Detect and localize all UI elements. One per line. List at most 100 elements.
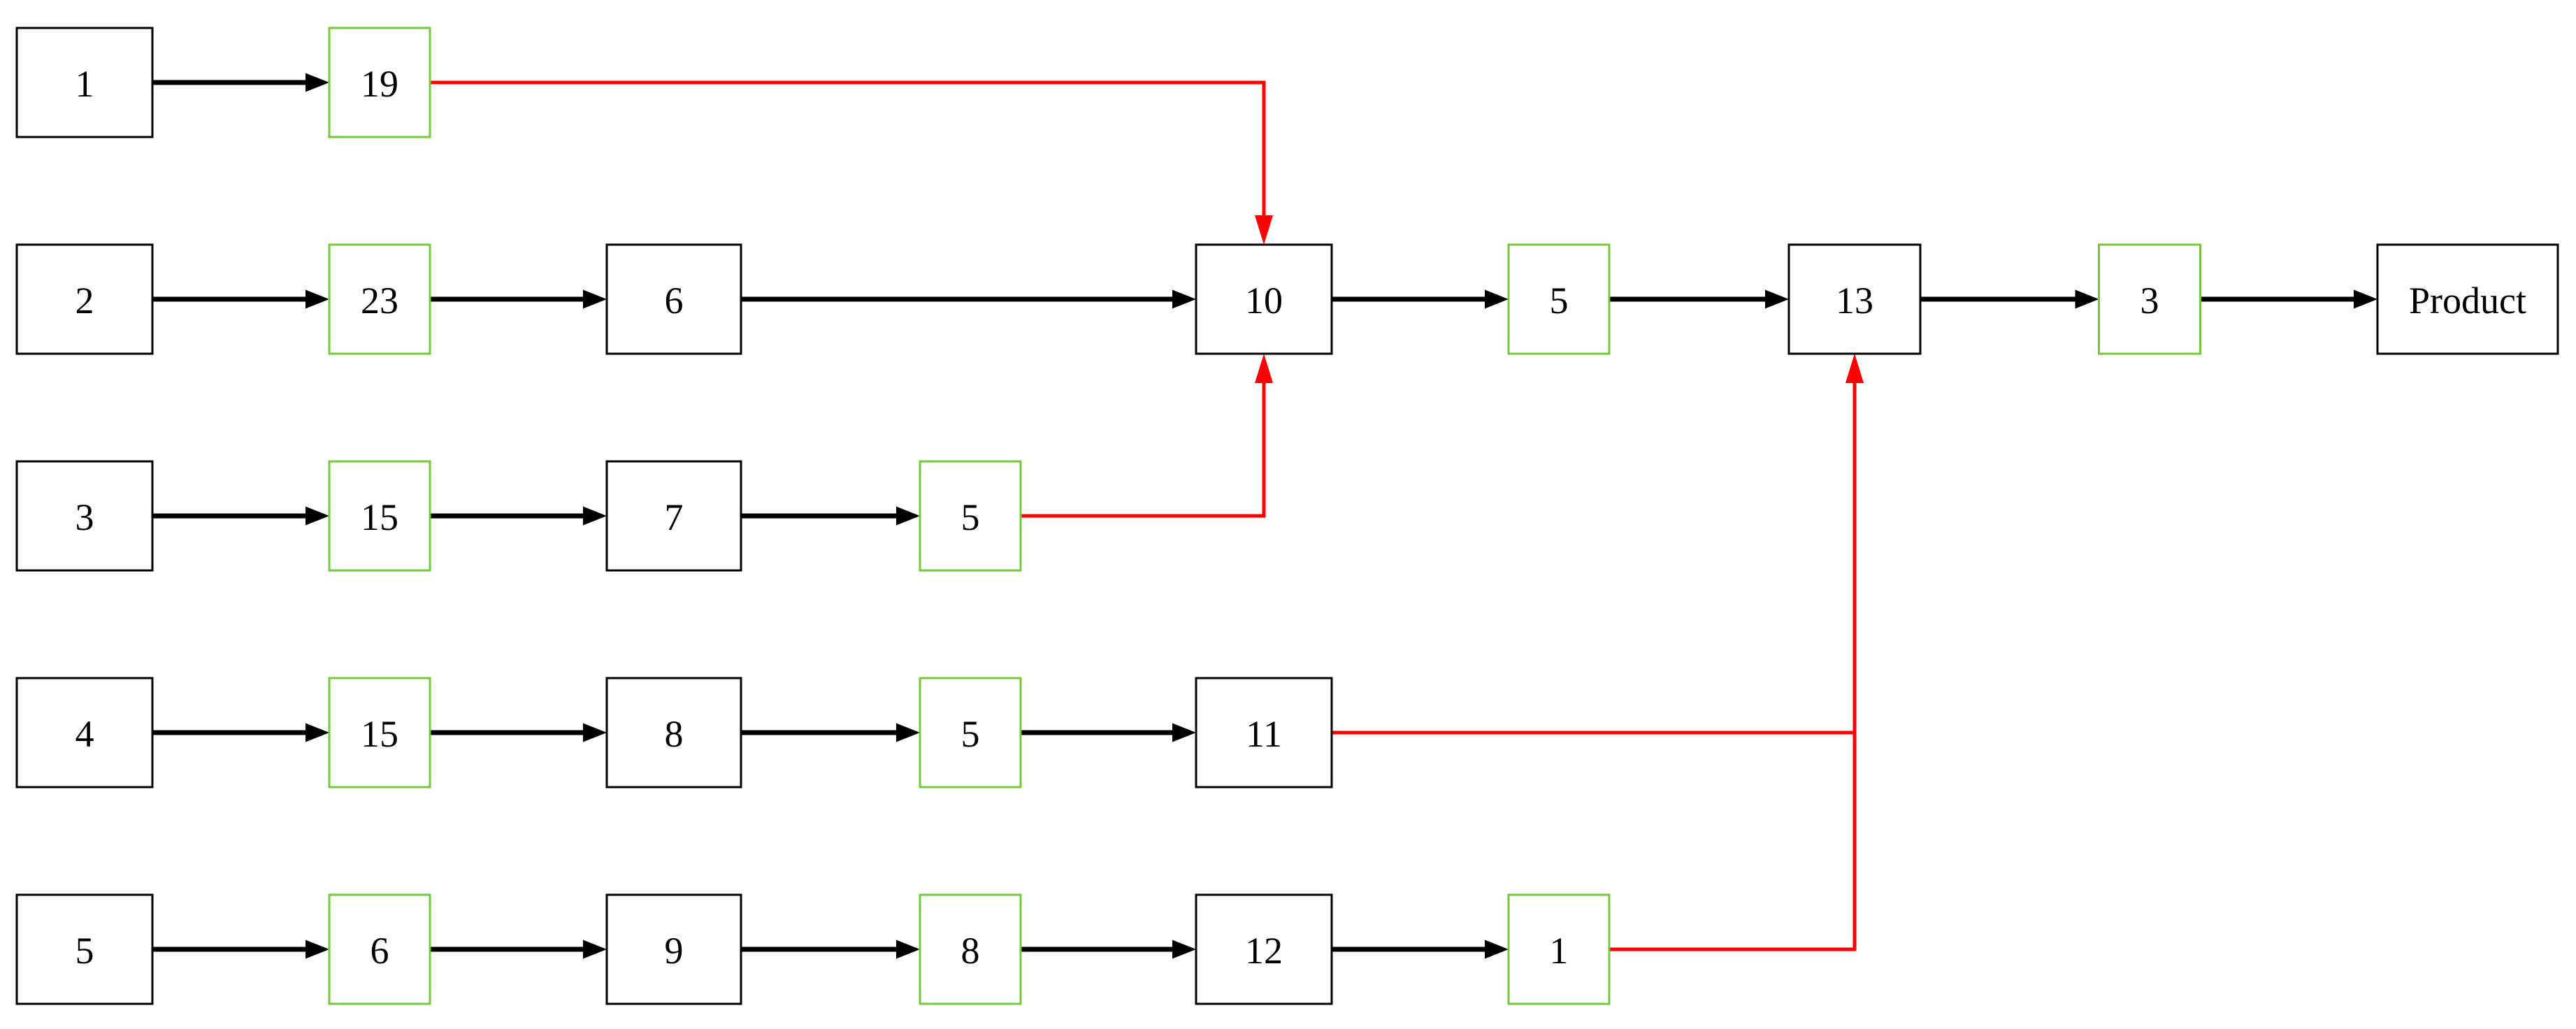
node-label: 10 xyxy=(1245,280,1283,322)
node-15: 15 xyxy=(328,460,431,572)
highlight-node-box xyxy=(328,893,431,1005)
node-label: 1 xyxy=(75,63,94,105)
node-11: 11 xyxy=(1195,677,1333,789)
node-2: 2 xyxy=(15,243,154,355)
flow-arrowhead xyxy=(305,289,329,309)
node-box xyxy=(605,460,742,572)
node-box xyxy=(15,893,154,1005)
node-label: 11 xyxy=(1246,713,1282,755)
flow-arrowhead xyxy=(1172,289,1196,309)
node-label: 15 xyxy=(361,496,398,538)
node-15: 15 xyxy=(328,677,431,789)
node-5: 5 xyxy=(919,460,1022,572)
highlight-node-box xyxy=(919,460,1022,572)
node-box xyxy=(15,460,154,572)
node-box xyxy=(1787,243,1922,355)
critical-path-line xyxy=(1609,382,1857,951)
node-8: 8 xyxy=(605,677,742,789)
flow-arrowhead xyxy=(1485,940,1509,959)
flow-arrowhead xyxy=(1485,289,1509,309)
flow-arrowhead xyxy=(583,289,607,309)
flow-arrowhead xyxy=(305,73,329,92)
flow-arrowhead xyxy=(1172,940,1196,959)
node-box xyxy=(1195,677,1333,789)
flow-arrowhead xyxy=(583,940,607,959)
node-7: 7 xyxy=(605,460,742,572)
flow-arrowhead xyxy=(305,723,329,742)
node-label: 8 xyxy=(961,930,980,972)
highlight-node-box xyxy=(328,677,431,789)
node-box xyxy=(605,243,742,355)
node-label: 5 xyxy=(1550,280,1569,322)
node-1: 1 xyxy=(15,27,154,138)
node-label: 23 xyxy=(361,280,398,322)
node-box xyxy=(15,27,154,138)
node-8: 8 xyxy=(919,893,1022,1005)
node-box xyxy=(15,243,154,355)
flow-arrowhead xyxy=(896,506,920,526)
node-13: 13 xyxy=(1787,243,1922,355)
critical-path-line xyxy=(430,80,1266,217)
node-label: 3 xyxy=(2140,280,2159,322)
highlight-node-box xyxy=(919,677,1022,789)
node-label: 15 xyxy=(361,713,398,755)
highlight-node-box xyxy=(919,893,1022,1005)
node-4: 4 xyxy=(15,677,154,789)
highlight-node-box xyxy=(328,243,431,355)
highlight-node-box xyxy=(2098,243,2201,355)
flow-arrowhead xyxy=(583,506,607,526)
critical-arrowhead xyxy=(1255,354,1273,383)
flow-arrowhead xyxy=(896,940,920,959)
critical-path-line xyxy=(1021,382,1266,518)
critical-path-line xyxy=(1332,382,1857,735)
node-19: 19 xyxy=(328,27,431,138)
node-box xyxy=(15,677,154,789)
node-label: 5 xyxy=(961,713,980,755)
node-label: Product xyxy=(2409,280,2526,322)
node-Product: Product xyxy=(2376,243,2559,355)
flow-arrowhead xyxy=(305,506,329,526)
flow-arrowhead xyxy=(2354,289,2377,309)
node-3: 3 xyxy=(15,460,154,572)
node-5: 5 xyxy=(1507,243,1611,355)
node-6: 6 xyxy=(328,893,431,1005)
flow-arrowhead xyxy=(896,723,920,742)
node-6: 6 xyxy=(605,243,742,355)
flow-arrowhead xyxy=(1765,289,1789,309)
flow-arrowhead xyxy=(2075,289,2099,309)
flow-arrowhead xyxy=(305,940,329,959)
flow-arrowhead xyxy=(583,723,607,742)
node-label: 8 xyxy=(665,713,684,755)
node-label: 13 xyxy=(1836,280,1873,322)
highlight-node-box xyxy=(328,27,431,138)
node-label: 1 xyxy=(1550,930,1569,972)
node-label: 7 xyxy=(665,496,684,538)
node-1: 1 xyxy=(1507,893,1611,1005)
node-box xyxy=(1195,893,1333,1005)
node-box xyxy=(605,677,742,789)
node-10: 10 xyxy=(1195,243,1333,355)
critical-arrowhead xyxy=(1255,215,1273,245)
flow-arrowhead xyxy=(1172,723,1196,742)
node-label: 6 xyxy=(370,930,389,972)
node-box xyxy=(605,893,742,1005)
highlight-node-box xyxy=(1507,243,1611,355)
node-box xyxy=(2376,243,2559,355)
node-label: 12 xyxy=(1245,930,1283,972)
highlight-node-box xyxy=(328,460,431,572)
node-3: 3 xyxy=(2098,243,2201,355)
node-label: 4 xyxy=(75,713,94,755)
critical-arrowhead xyxy=(1845,354,1864,383)
node-label: 6 xyxy=(665,280,684,322)
node-label: 5 xyxy=(961,496,980,538)
node-12: 12 xyxy=(1195,893,1333,1005)
node-box xyxy=(1195,243,1333,355)
node-23: 23 xyxy=(328,243,431,355)
node-label: 19 xyxy=(361,63,398,105)
node-label: 2 xyxy=(75,280,94,322)
highlight-node-box xyxy=(1507,893,1611,1005)
node-9: 9 xyxy=(605,893,742,1005)
node-label: 9 xyxy=(665,930,684,972)
